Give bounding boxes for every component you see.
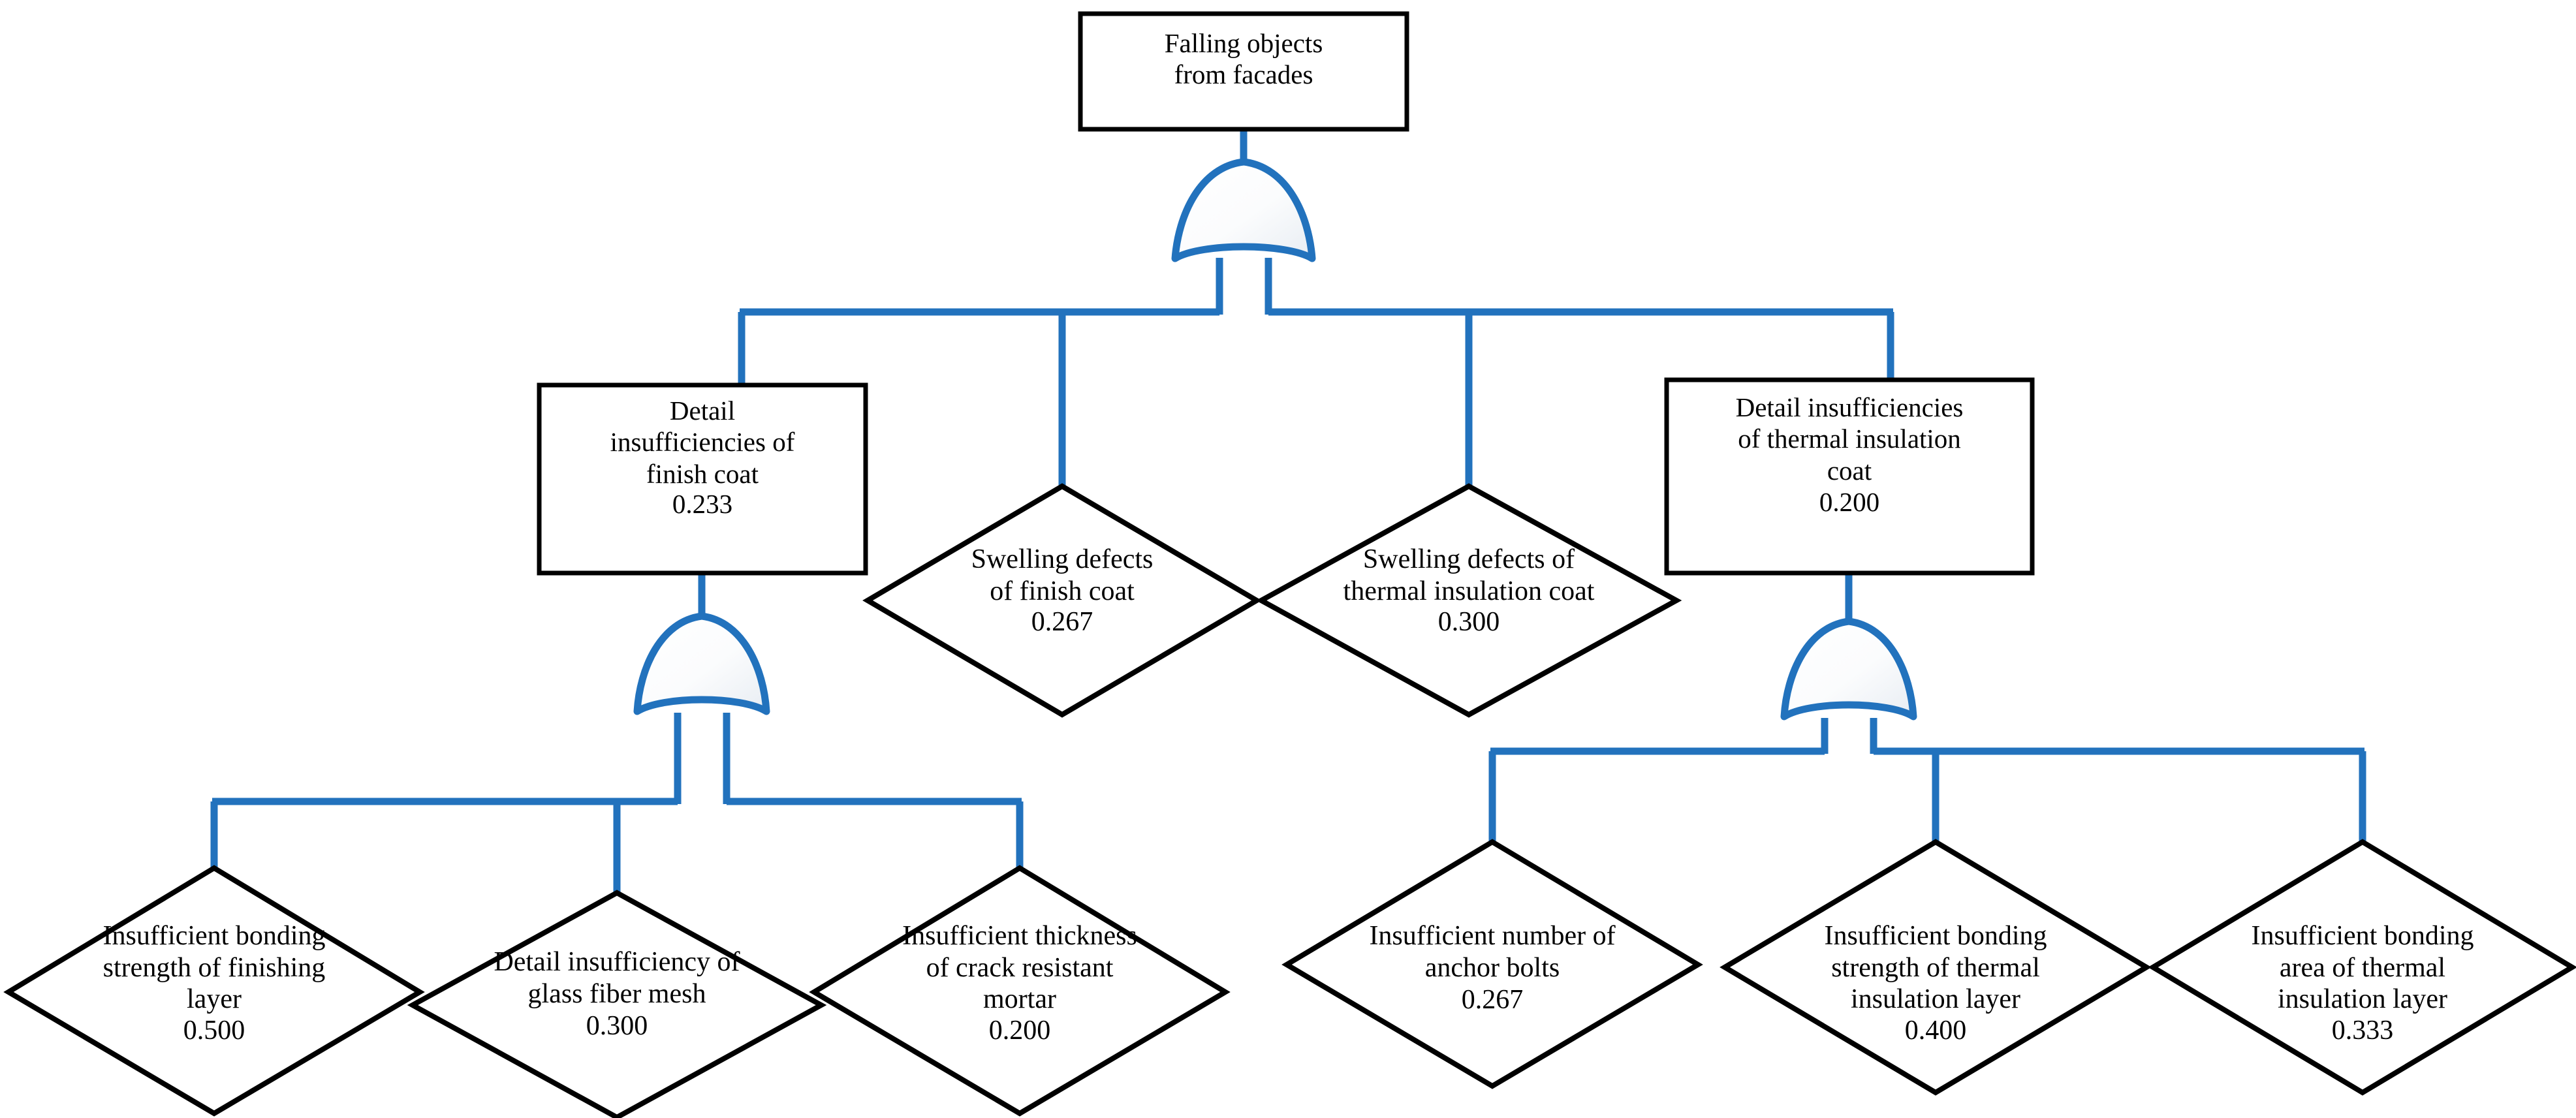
- node-shape-b5[interactable]: [1720, 839, 2152, 1096]
- node-shape-top[interactable]: [1078, 11, 1409, 132]
- node-shape-b3[interactable]: [809, 865, 1231, 1117]
- node-shape-m1[interactable]: [537, 382, 868, 576]
- or-gate-thermal-coat: [1780, 617, 1917, 721]
- node-shape-m4[interactable]: [1664, 377, 2035, 576]
- node-shape-b6[interactable]: [2148, 839, 2576, 1096]
- node-shape-m3[interactable]: [1255, 483, 1682, 718]
- or-gate-top: [1171, 158, 1316, 262]
- node-shape-b4[interactable]: [1281, 839, 1703, 1089]
- or-gate-finish-coat: [633, 612, 770, 715]
- node-shape-b1[interactable]: [3, 865, 425, 1117]
- node-shape-b2[interactable]: [407, 890, 827, 1118]
- node-shape-m2[interactable]: [862, 483, 1262, 718]
